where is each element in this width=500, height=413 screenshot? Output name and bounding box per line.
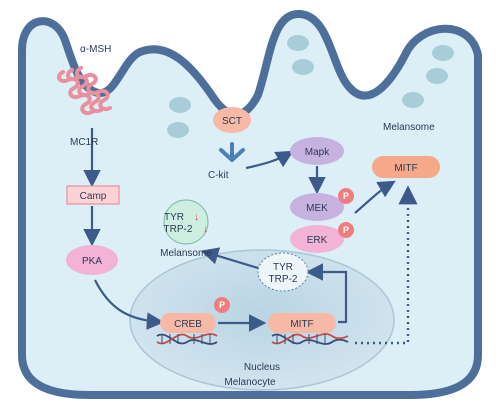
camp-node	[66, 185, 120, 205]
mc1r-label: MC1R	[70, 137, 98, 148]
ckit-label: C-kit	[208, 170, 229, 181]
ckit-receptor	[219, 142, 245, 162]
mapk-label: Mapk	[305, 147, 330, 158]
melansome-right-label: Melansome	[383, 122, 435, 133]
trp2-down-arrow: ↓	[203, 224, 208, 235]
erk-node	[290, 225, 344, 253]
sct-label: SCT	[222, 116, 242, 127]
arrow-mitf-tyr	[305, 263, 348, 324]
tyr-down-label: TYR	[164, 212, 184, 223]
trp2-down-label: TRP-2	[164, 224, 193, 235]
sct-node	[213, 107, 251, 133]
vesicles	[167, 35, 454, 138]
melansome-left-label: Melansome	[160, 248, 212, 259]
creb-label: CREB	[174, 319, 202, 330]
tyr-trp2-nucleus-node	[257, 252, 309, 292]
tyr-down-arrow: ↓	[194, 212, 199, 223]
phospho-badge-mek	[338, 188, 354, 204]
vesicle	[426, 68, 448, 84]
trp2-nucleus-label: TRP-2	[269, 274, 298, 285]
mitf-cytoplasm-node	[372, 156, 440, 178]
vesicle	[432, 45, 454, 61]
dna-helix-right	[271, 333, 349, 345]
vesicle	[167, 122, 189, 138]
camp-label: Camp	[80, 191, 107, 202]
dna-helix-left	[156, 333, 218, 345]
arrow-erk-mitf	[354, 180, 396, 214]
mek-node	[290, 193, 344, 221]
phospho-erk-label: P	[343, 225, 349, 235]
mitf-nucleus-node	[268, 313, 336, 333]
mitf-cytoplasm-label: MITF	[394, 163, 417, 174]
arrow-pka-creb	[94, 279, 165, 330]
vesicle	[292, 59, 314, 75]
tyr-nucleus-label: TYR	[273, 262, 293, 273]
pka-label: PKA	[82, 256, 102, 267]
vesicle	[287, 35, 309, 51]
phospho-badge-creb	[214, 297, 230, 313]
melansome-circle	[163, 199, 209, 245]
phospho-creb-label: P	[219, 300, 225, 310]
pka-node	[66, 245, 118, 275]
vesicle	[169, 97, 191, 113]
mitf-nucleus-label: MITF	[290, 319, 313, 330]
melanocyte-label: Melanocyte	[224, 377, 276, 388]
arrow-tyr-melansome	[200, 247, 259, 270]
mapk-node	[290, 137, 344, 165]
phospho-badge-erk	[338, 222, 354, 238]
creb-node	[160, 313, 216, 333]
alpha-msh-label: α-MSH	[80, 44, 111, 55]
mc1r-receptor	[56, 66, 112, 115]
nucleus-label: Nucleus	[244, 362, 280, 373]
arrow-ckit-mapk	[245, 150, 294, 170]
vesicle	[402, 92, 424, 108]
erk-label: ERK	[307, 235, 328, 246]
phospho-mek-label: P	[343, 191, 349, 201]
mek-label: MEK	[306, 203, 328, 214]
arrows	[83, 128, 418, 345]
